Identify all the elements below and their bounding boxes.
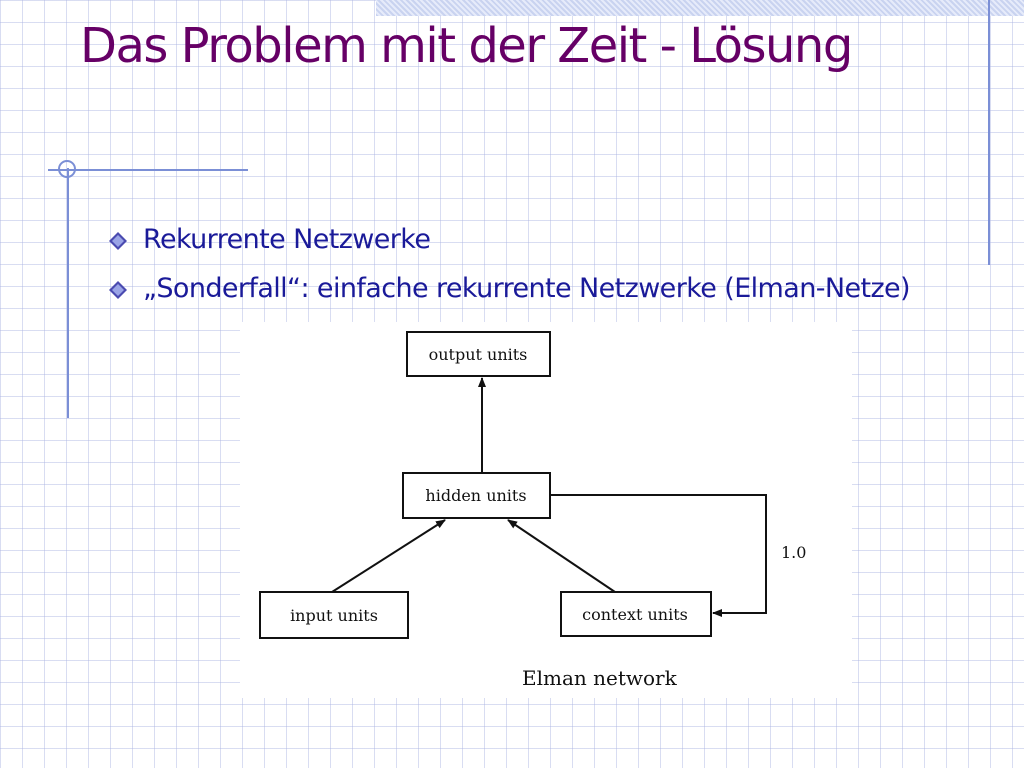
diamond-bullet-icon	[109, 281, 127, 299]
elman-network-diagram: output units hidden units input units co…	[259, 331, 806, 690]
recurrent-weight-label: 1.0	[781, 543, 806, 562]
diamond-bullet-icon	[109, 232, 127, 250]
top-decoration-strip	[376, 0, 1024, 16]
input-units-node	[259, 591, 409, 639]
bullet-text: Rekurrente Netzwerke	[143, 224, 431, 255]
output-units-label: output units	[429, 345, 528, 364]
context-to-hidden-arrow	[507, 519, 616, 593]
bullet-item: „Sonderfall“: einfache rekurrente Netzwe…	[106, 271, 966, 307]
diagram-caption: Elman network	[522, 666, 678, 690]
left-decoration-line	[67, 168, 69, 418]
hidden-to-context-recurrent-arrow	[550, 494, 767, 617]
right-decoration-line	[988, 0, 990, 265]
bullet-list: Rekurrente Netzwerke „Sonderfall“: einfa…	[106, 222, 966, 320]
input-to-hidden-arrow	[331, 519, 446, 593]
slide-title: Das Problem mit der Zeit - Lösung	[80, 18, 853, 74]
corner-circle-ornament	[58, 160, 76, 178]
context-units-node	[560, 591, 712, 637]
hidden-units-label: hidden units	[425, 486, 526, 505]
hidden-units-node	[402, 472, 551, 519]
bullet-text: „Sonderfall“: einfache rekurrente Netzwe…	[143, 273, 911, 304]
output-units-node	[406, 331, 551, 377]
input-units-label: input units	[290, 606, 378, 625]
title-underline	[48, 169, 248, 171]
bullet-item: Rekurrente Netzwerke	[106, 222, 966, 258]
context-units-label: context units	[582, 605, 688, 624]
